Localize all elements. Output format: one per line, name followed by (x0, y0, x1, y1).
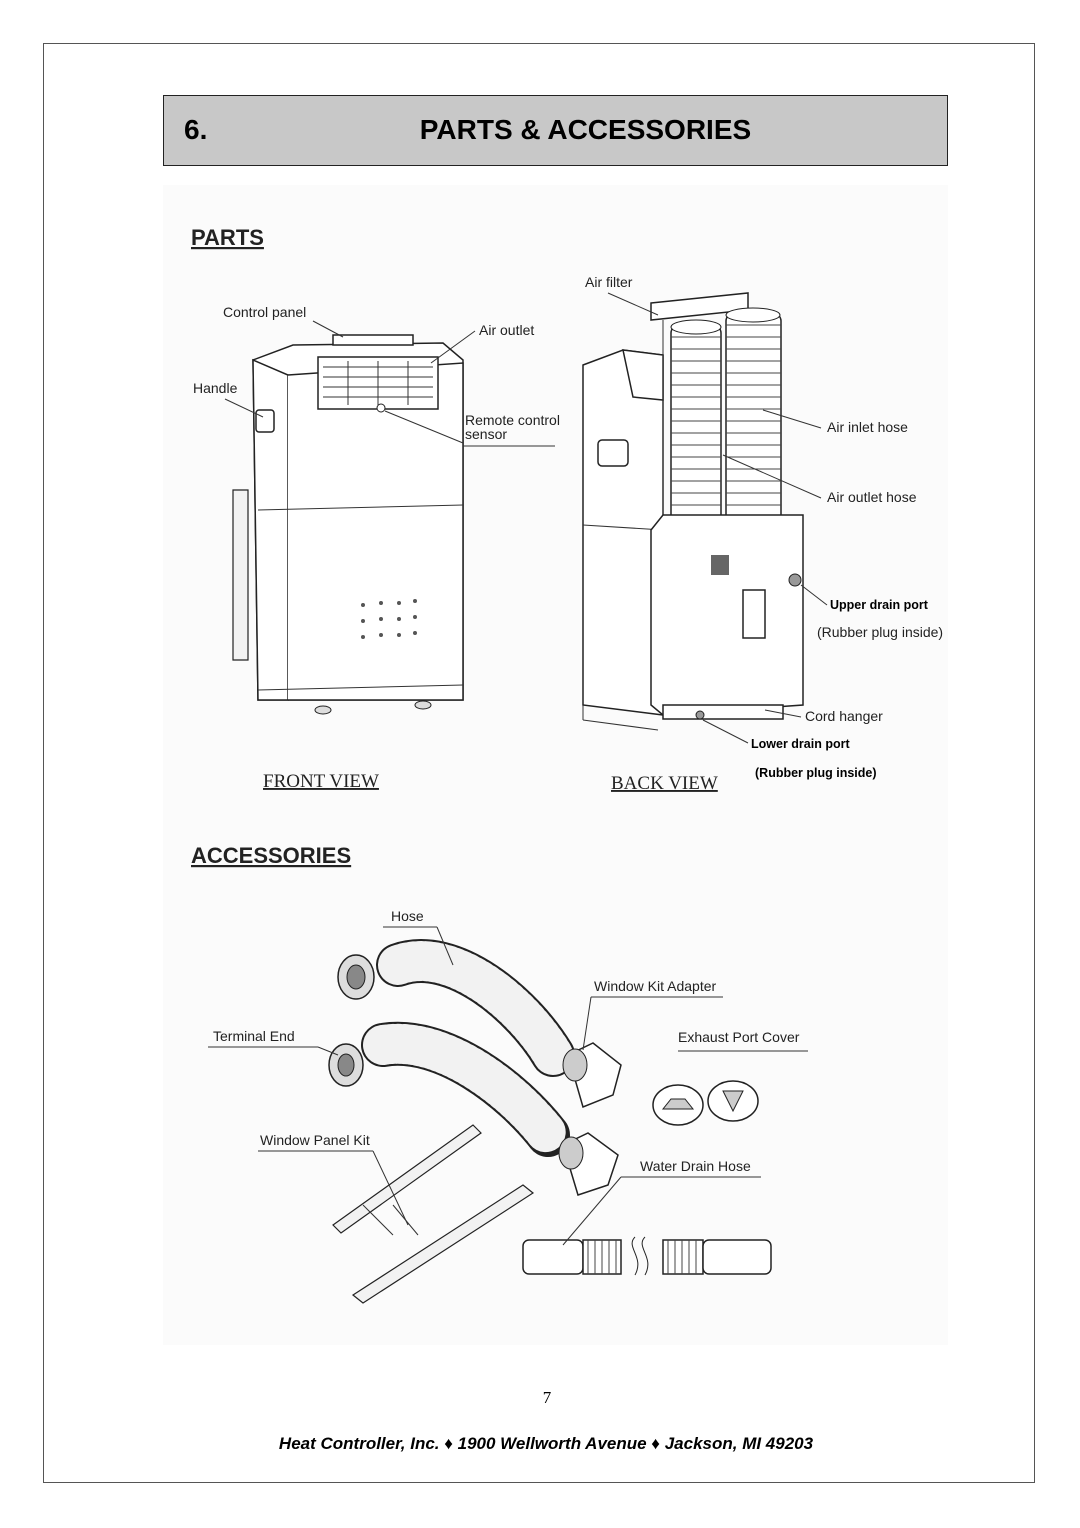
label-upper-rubber-plug: (Rubber plug inside) (817, 624, 943, 640)
window-kit-adapter-drawing (558, 1042, 622, 1196)
footer-address: Heat Controller, Inc. ♦ 1900 Wellworth A… (278, 1434, 814, 1453)
window-panel-kit-drawing (332, 1124, 535, 1304)
label-water-drain-hose: Water Drain Hose (640, 1158, 751, 1174)
water-drain-hose-drawing (522, 1236, 772, 1276)
label-air-filter: Air filter (585, 274, 633, 290)
label-air-outlet-hose: Air outlet hose (827, 489, 917, 505)
page-border (43, 43, 1035, 1483)
label-control-panel: Control panel (223, 304, 306, 320)
air-outlet-hose-drawing (725, 307, 782, 526)
page-number: 7 (542, 1388, 552, 1407)
label-exhaust-port-cover: Exhaust Port Cover (678, 1029, 800, 1045)
hose-drawing (361, 939, 575, 1157)
label-air-inlet-hose: Air inlet hose (827, 419, 908, 435)
label-cord-hanger: Cord hanger (805, 708, 883, 724)
label-upper-drain-port: Upper drain port (830, 598, 929, 612)
label-lower-rubber-plug: (Rubber plug inside) (755, 766, 877, 780)
label-hose: Hose (391, 908, 424, 924)
air-inlet-hose-drawing (670, 319, 722, 526)
front-view-caption: FRONT VIEW (263, 771, 379, 792)
label-remote-sensor-line1: Remote control (465, 412, 560, 428)
exhaust-port-cover-drawing (652, 1080, 759, 1126)
label-window-kit-adapter: Window Kit Adapter (594, 978, 717, 994)
parts-heading: PARTS (191, 225, 264, 250)
label-remote-sensor-line2: sensor (465, 426, 507, 442)
label-air-outlet: Air outlet (479, 322, 534, 338)
label-handle: Handle (193, 380, 238, 396)
section-number: 6. (184, 114, 208, 145)
front-view-unit (232, 334, 464, 715)
back-view-caption: BACK VIEW (611, 773, 718, 794)
back-view-unit (582, 292, 804, 731)
accessories-heading: ACCESSORIES (191, 843, 351, 868)
label-terminal-end: Terminal End (213, 1028, 295, 1044)
section-header: 6. PARTS & ACCESSORIES (163, 95, 948, 166)
label-window-panel-kit: Window Panel Kit (260, 1132, 370, 1148)
section-title: PARTS & ACCESSORIES (419, 114, 752, 145)
label-lower-drain-port: Lower drain port (751, 737, 850, 751)
parts-accessories-diagram: PARTS Control panel Air outle (163, 185, 948, 1345)
